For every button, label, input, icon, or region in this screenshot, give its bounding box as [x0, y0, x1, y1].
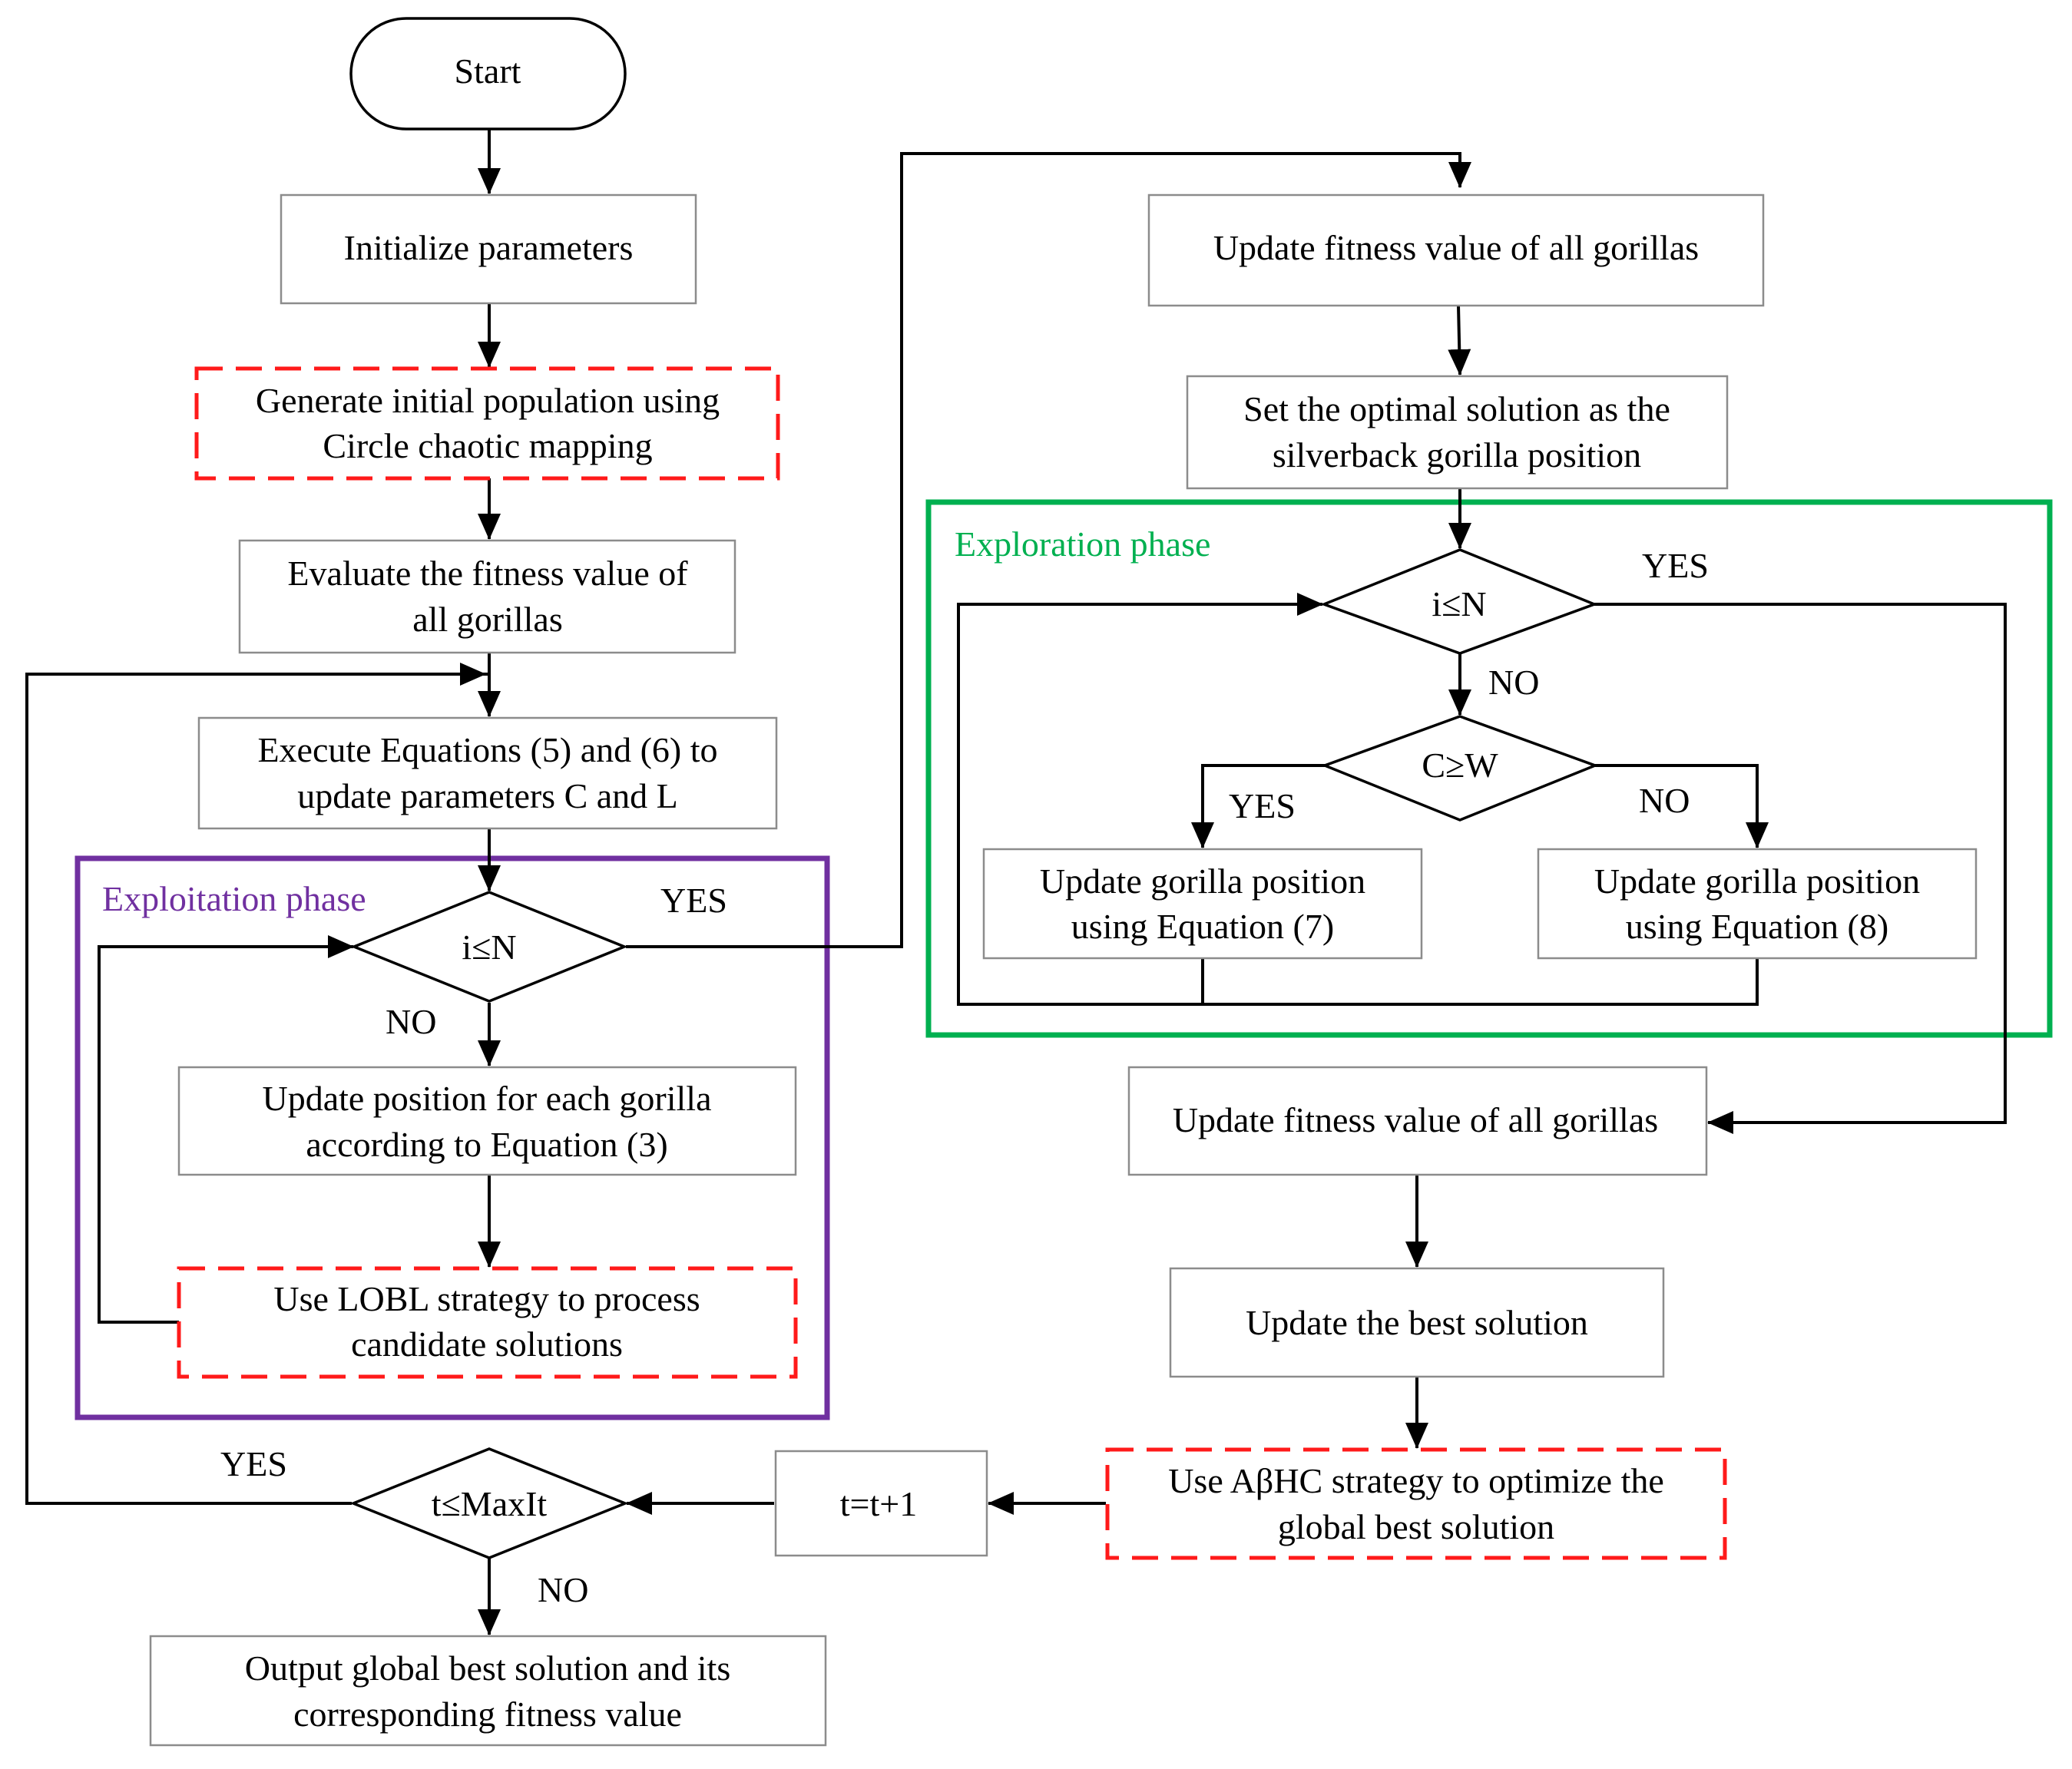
evaluate-fitness-line1: Evaluate the fitness value of [287, 554, 688, 593]
equation8-line2: using Equation (8) [1626, 907, 1888, 946]
exploitation-phase-frame [74, 855, 830, 1420]
exploration-decision-label: i≤N [1432, 584, 1486, 623]
output-box: Output global best solution and its corr… [149, 1635, 827, 1747]
update-position-line2: according to Equation (3) [306, 1125, 667, 1164]
equation7-box: Update gorilla position using Equation (… [982, 848, 1423, 960]
execute-equations-line1: Execute Equations (5) and (6) to [257, 730, 717, 769]
arrow-loop-back-right-2 [957, 593, 1323, 1006]
equation8-box: Update gorilla position using Equation (… [1537, 848, 1978, 960]
exploitation-yes-label: YES [660, 881, 727, 920]
initialize-parameters-label: Initialize parameters [344, 228, 634, 267]
exploitation-decision-label: i≤N [462, 927, 516, 967]
exploration-phase-label: Exploration phase [955, 524, 1210, 564]
arrow-t-yes-loop [25, 673, 489, 1505]
cw-yes-label: YES [1229, 786, 1296, 825]
equation7-line2: using Equation (7) [1071, 907, 1334, 946]
cw-decision-label: C≥W [1422, 746, 1498, 785]
lobl-strategy-line1: Use LOBL strategy to process [273, 1279, 700, 1318]
set-optimal-box: Set the optimal solution as the silverba… [1186, 375, 1729, 490]
update-position-box: Update position for each gorilla accordi… [177, 1066, 797, 1176]
exploration-no-label: NO [1488, 663, 1539, 702]
cw-no-label: NO [1639, 781, 1690, 820]
set-optimal-line1: Set the optimal solution as the [1243, 389, 1670, 428]
arrow-cw-eq8 [1595, 764, 1769, 848]
execute-equations-box: Execute Equations (5) and (6) to update … [197, 716, 778, 830]
initialize-parameters-box: Initialize parameters [280, 193, 697, 305]
exploration-yes-label: YES [1642, 546, 1709, 585]
update-fitness-bottom-box: Update fitness value of all gorillas [1127, 1066, 1708, 1176]
equation8-line1: Update gorilla position [1594, 861, 1920, 901]
t-increment-box: t=t+1 [774, 1450, 988, 1557]
start-label: Start [455, 51, 521, 91]
update-fitness-top-label: Update fitness value of all gorillas [1213, 228, 1699, 267]
abhc-strategy-line1: Use AβHC strategy to optimize the [1168, 1461, 1664, 1500]
arrow-loop-back-right [1201, 958, 1759, 1006]
abhc-strategy-line2: global best solution [1278, 1507, 1554, 1546]
arrow-yes-to-update-fitness-bottom [1594, 603, 2007, 1134]
update-fitness-bottom-label: Update fitness value of all gorillas [1173, 1100, 1658, 1139]
update-best-label: Update the best solution [1246, 1303, 1588, 1342]
execute-equations-line2: update parameters C and L [297, 776, 678, 815]
lobl-strategy-box: Use LOBL strategy to process candidate s… [177, 1266, 798, 1379]
iteration-yes-label: YES [220, 1444, 287, 1483]
arrow-cw-eq7 [1191, 764, 1325, 848]
update-fitness-top-box: Update fitness value of all gorillas [1147, 193, 1765, 307]
exploitation-phase-label: Exploitation phase [102, 879, 366, 918]
set-optimal-line2: silverback gorilla position [1273, 435, 1641, 474]
generate-population-box: Generate initial population using Circle… [194, 366, 780, 481]
iteration-decision: t≤MaxIt [349, 1447, 629, 1559]
exploitation-decision: i≤N [350, 891, 628, 1003]
t-increment-label: t=t+1 [840, 1484, 917, 1523]
update-best-box: Update the best solution [1169, 1267, 1665, 1378]
exploration-phase-frame [925, 499, 2053, 1038]
output-line2: corresponding fitness value [293, 1695, 682, 1734]
update-position-line1: Update position for each gorilla [262, 1079, 711, 1118]
iteration-decision-label: t≤MaxIt [432, 1484, 548, 1523]
arrow-fitness-set-optimal [1448, 305, 1471, 375]
output-line1: Output global best solution and its [245, 1648, 730, 1688]
arrow-yes-to-update-fitness [626, 152, 1471, 948]
lobl-strategy-line2: candidate solutions [351, 1324, 623, 1364]
iteration-no-label: NO [538, 1570, 588, 1609]
start-terminal: Start [349, 17, 627, 131]
cw-decision: C≥W [1321, 715, 1599, 822]
evaluate-fitness-line2: all gorillas [412, 600, 562, 639]
exploitation-no-label: NO [386, 1002, 436, 1041]
generate-population-line2: Circle chaotic mapping [323, 426, 652, 465]
equation7-line1: Update gorilla position [1040, 861, 1365, 901]
evaluate-fitness-box: Evaluate the fitness value of all gorill… [238, 539, 736, 654]
exploration-decision: i≤N [1320, 548, 1598, 655]
arrow-lobl-loop-back [98, 935, 354, 1324]
abhc-strategy-box: Use AβHC strategy to optimize the global… [1105, 1447, 1727, 1560]
generate-population-line1: Generate initial population using [256, 381, 720, 420]
